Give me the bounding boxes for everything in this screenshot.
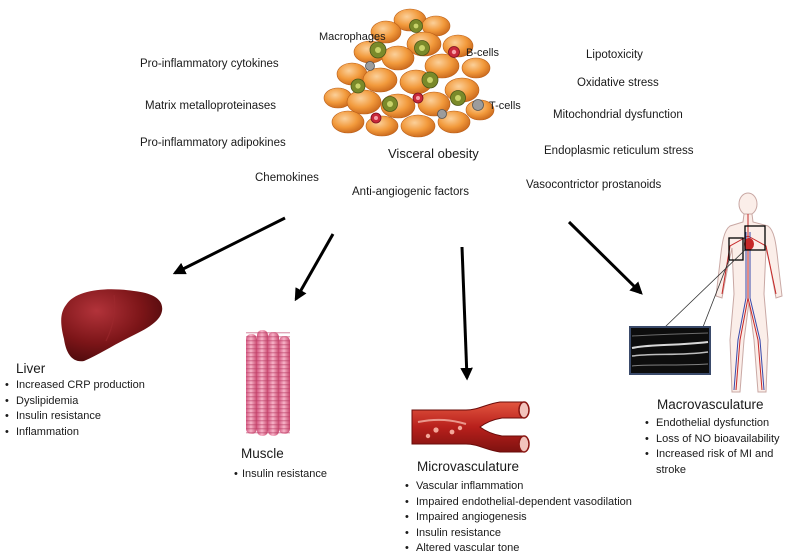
bifurcating-vessel-illustration bbox=[411, 401, 530, 453]
muscle-effects-list: Insulin resistance bbox=[234, 467, 327, 483]
right-factor: Oxidative stress bbox=[577, 77, 659, 89]
left-factor: Pro-inflammatory cytokines bbox=[140, 58, 279, 70]
arrow-to-microvasculature bbox=[460, 246, 473, 381]
visceral-obesity-title: Visceral obesity bbox=[388, 146, 479, 161]
macrophages-label: Macrophages bbox=[319, 31, 386, 43]
b-cells-label: B-cells bbox=[466, 47, 500, 59]
list-item: Dyslipidemia bbox=[5, 394, 145, 410]
list-item: Impaired angiogenesis bbox=[405, 510, 632, 526]
human-circulatory-figure bbox=[715, 192, 783, 393]
right-factor: Endoplasmic reticulum stress bbox=[544, 145, 694, 157]
list-item: Inflammation bbox=[5, 425, 145, 441]
muscle-fibers-illustration bbox=[246, 330, 290, 436]
macrovasculature-title: Macrovasculature bbox=[657, 397, 764, 412]
list-item: Altered vascular tone bbox=[405, 541, 632, 557]
liver-effects-list: Increased CRP production Dyslipidemia In… bbox=[5, 378, 145, 440]
list-item: Loss of NO bioavailability bbox=[645, 432, 800, 448]
adipose-tissue-illustration bbox=[323, 8, 495, 138]
macrovasculature-effects-list: Endothelial dysfunction Loss of NO bioav… bbox=[645, 416, 800, 478]
right-factor: Lipotoxicity bbox=[586, 49, 643, 61]
liver-title: Liver bbox=[16, 361, 46, 376]
left-factor: Matrix metalloproteinases bbox=[145, 100, 277, 112]
left-factor: Chemokines bbox=[255, 172, 319, 184]
list-item: Insulin resistance bbox=[405, 526, 632, 542]
left-factor: Anti-angiogenic factors bbox=[352, 186, 469, 198]
muscle-title: Muscle bbox=[241, 446, 284, 461]
microvasculature-effects-list: Vascular inflammation Impaired endotheli… bbox=[405, 479, 632, 557]
list-item: Endothelial dysfunction bbox=[645, 416, 800, 432]
arrow-to-macrovasculature bbox=[567, 220, 643, 295]
right-factor: Vasocontrictor prostanoids bbox=[526, 179, 662, 191]
arrow-to-muscle bbox=[294, 233, 335, 302]
list-item: Increased risk of MI and stroke bbox=[645, 447, 800, 478]
t-cells-label: T-cells bbox=[489, 100, 521, 112]
right-factor: Mitochondrial dysfunction bbox=[553, 109, 683, 121]
liver-illustration bbox=[61, 289, 163, 362]
list-item: Insulin resistance bbox=[5, 409, 145, 425]
arrow-to-liver bbox=[172, 216, 286, 275]
left-factor: Pro-inflammatory adipokines bbox=[140, 137, 286, 149]
list-item: Insulin resistance bbox=[234, 467, 327, 483]
list-item: Impaired endothelial-dependent vasodilat… bbox=[405, 495, 632, 511]
list-item: Increased CRP production bbox=[5, 378, 145, 394]
list-item: Vascular inflammation bbox=[405, 479, 632, 495]
microvasculature-title: Microvasculature bbox=[417, 459, 520, 474]
